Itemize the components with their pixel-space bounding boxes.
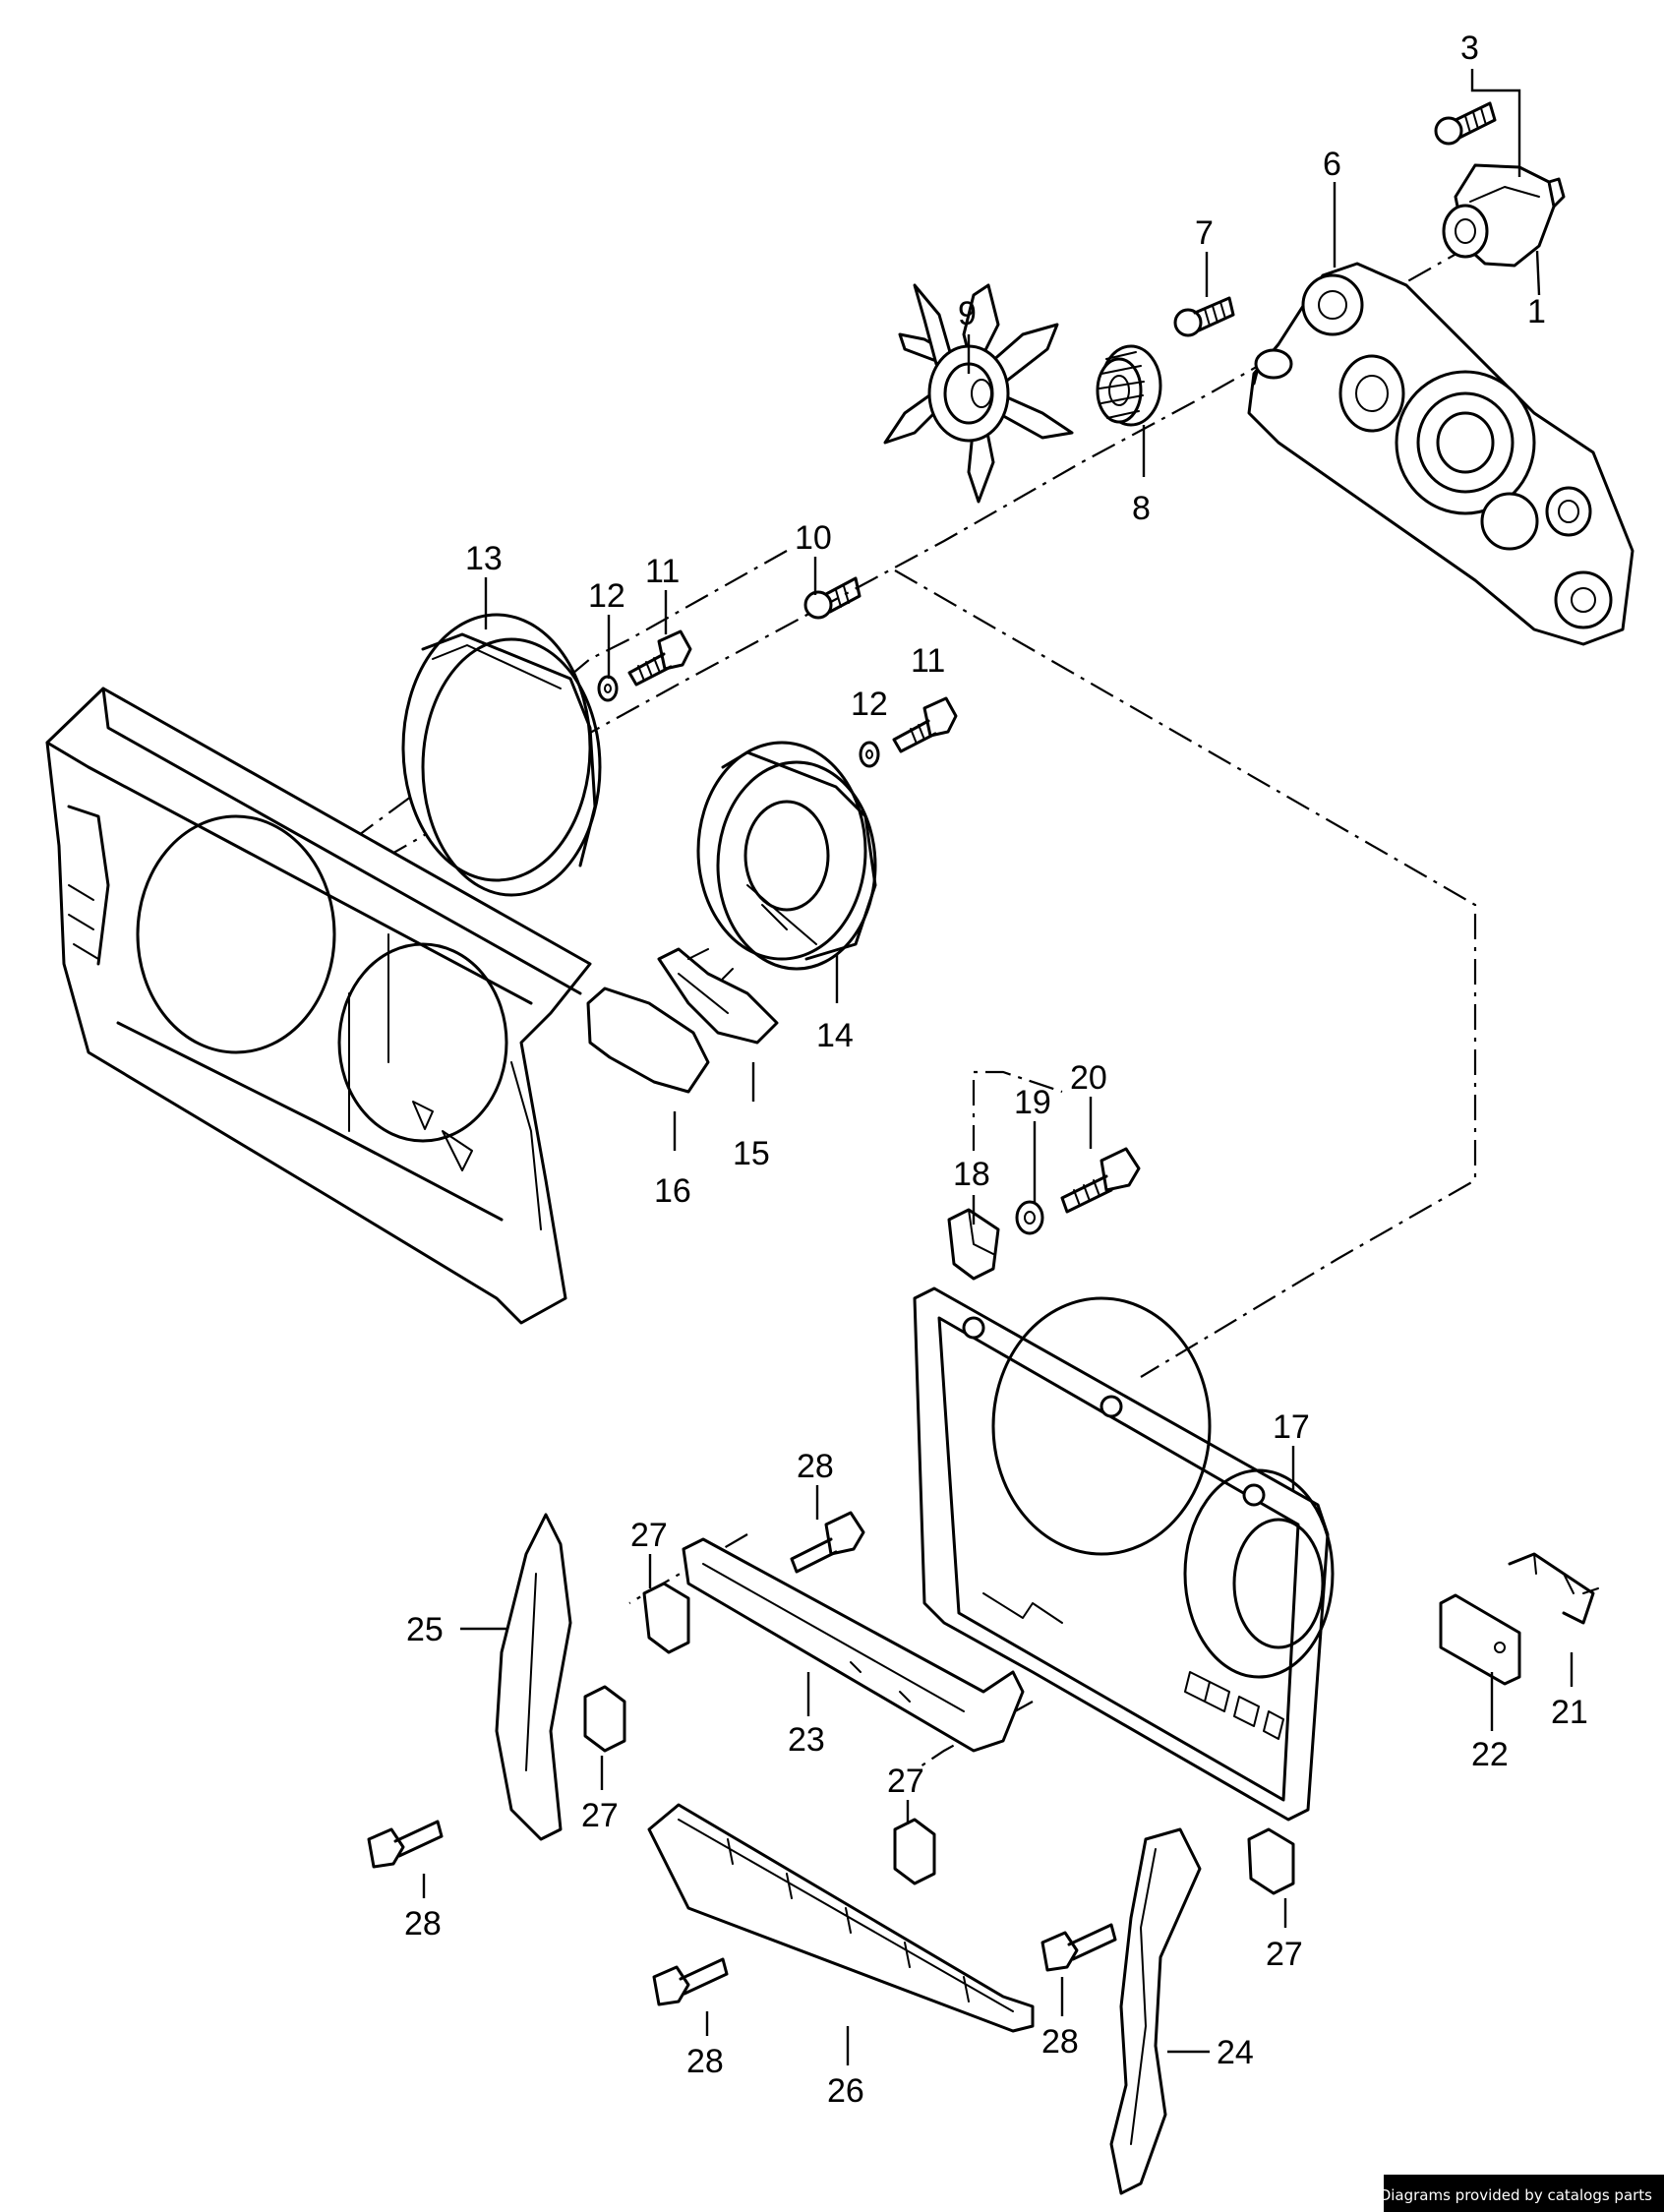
callout-27-a: 27 (630, 1517, 668, 1554)
part-28-bolts (367, 1511, 1117, 2006)
callout-1: 1 (1527, 293, 1546, 330)
part-8-spacer (1096, 344, 1162, 427)
part-10-bolt (803, 576, 862, 620)
part-7-bolt (1173, 296, 1235, 337)
part-15-bracket (657, 947, 779, 1045)
callout-27-d: 27 (1266, 1936, 1303, 1973)
part-23-cross-member (682, 1537, 1025, 1753)
part-3-bolt (1434, 101, 1497, 146)
part-18-clip (947, 1208, 1000, 1281)
part-1-fan-clutch (1442, 163, 1566, 268)
callout-13: 13 (465, 540, 503, 577)
callout-16: 16 (654, 1172, 691, 1210)
callout-28-a: 28 (797, 1448, 834, 1485)
part-17-fan-frame (913, 1286, 1335, 1822)
callout-23: 23 (788, 1721, 825, 1759)
callout-9: 9 (958, 295, 977, 332)
callout-8: 8 (1132, 490, 1151, 527)
leader-lines (422, 69, 1574, 2065)
part-19-washer (1015, 1200, 1044, 1235)
part-20-bolt (1060, 1147, 1141, 1214)
callout-3: 3 (1460, 30, 1479, 67)
callout-22: 22 (1471, 1736, 1509, 1773)
callout-12-lower: 12 (851, 686, 888, 723)
part-25-side-bracket (495, 1513, 572, 1841)
part-16-plate (586, 986, 710, 1094)
callout-6: 6 (1323, 146, 1341, 183)
callout-labels: 1 3 6 7 8 9 10 11 11 12 12 13 14 15 16 1… (404, 30, 1588, 2110)
callout-17: 17 (1273, 1408, 1310, 1446)
part-24-side-bracket (1109, 1827, 1202, 2195)
part-11-bolt-lower (892, 696, 958, 753)
part-6-bracket (1247, 262, 1634, 646)
callout-12-upper: 12 (588, 577, 625, 615)
part-11-bolt-upper (627, 629, 692, 687)
part-27-clip-nuts (583, 1582, 1295, 1895)
callout-21: 21 (1551, 1694, 1588, 1731)
callout-10: 10 (795, 519, 832, 557)
callout-25: 25 (406, 1611, 444, 1648)
callout-15: 15 (733, 1135, 770, 1172)
callout-11-lower: 11 (911, 642, 945, 680)
part-21-clip (1508, 1552, 1599, 1625)
part-14-fan-housing (696, 741, 877, 971)
callout-20: 20 (1070, 1059, 1107, 1097)
radiator-support (45, 687, 592, 1325)
callout-19: 19 (1014, 1084, 1051, 1121)
callout-28-d: 28 (1041, 2023, 1079, 2061)
part-22-plate (1439, 1593, 1521, 1686)
callout-28-b: 28 (404, 1905, 442, 1943)
part-9-fan (883, 283, 1074, 504)
credit-text: Diagrams provided by catalogs parts (1379, 2186, 1652, 2204)
callout-26: 26 (827, 2072, 864, 2110)
part-26-air-guide (647, 1803, 1035, 2033)
part-13-shroud-ring (401, 613, 602, 897)
callout-27-c: 27 (887, 1763, 924, 1800)
part-12-washers (597, 675, 880, 768)
callout-28-c: 28 (686, 2043, 724, 2080)
credit-banner: Diagrams provided by catalogs parts (1380, 2175, 1664, 2212)
callout-7: 7 (1195, 214, 1214, 252)
callout-27-b: 27 (581, 1797, 619, 1834)
callout-18: 18 (953, 1156, 990, 1193)
callout-11-upper: 11 (645, 553, 680, 590)
callout-14: 14 (816, 1017, 854, 1054)
callout-24: 24 (1217, 2034, 1254, 2071)
